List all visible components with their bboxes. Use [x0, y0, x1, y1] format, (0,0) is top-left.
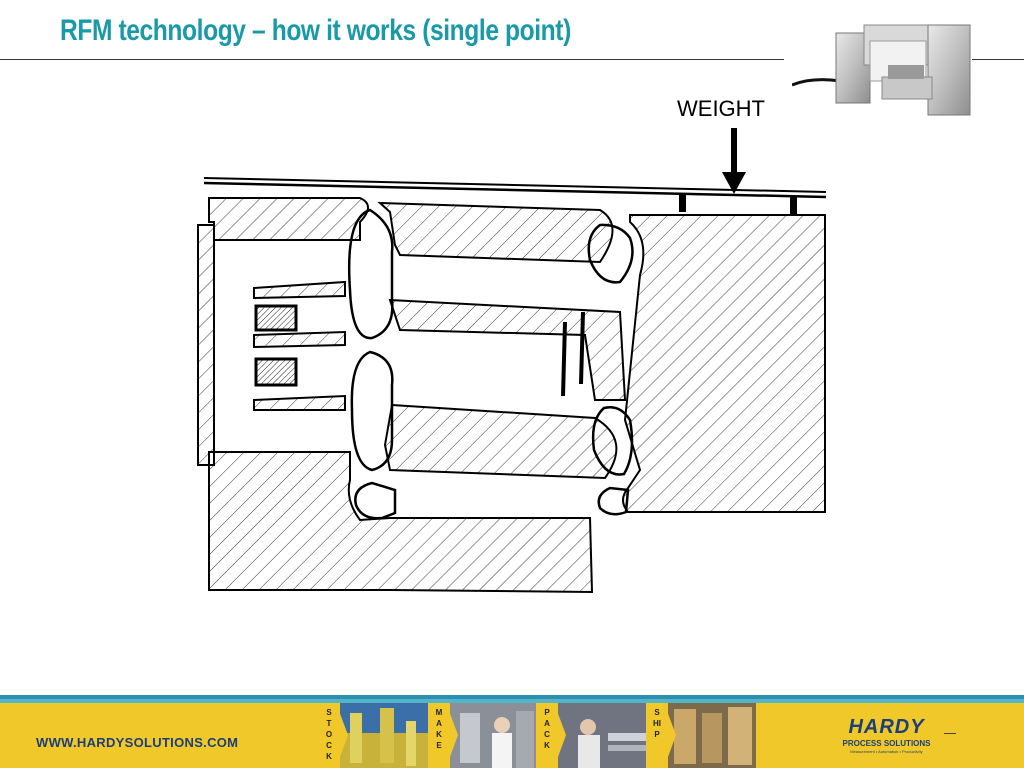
footer-stripe [0, 695, 1024, 699]
stock-segment: STOCK [318, 703, 428, 768]
pack-photo [558, 703, 646, 768]
left-frame [197, 224, 215, 466]
weight-arrow [722, 128, 746, 194]
sensor-pin [561, 321, 567, 397]
upper-web [388, 298, 627, 401]
title-underline-right [972, 59, 1024, 60]
load-cell-photo [792, 24, 971, 116]
make-photo [450, 703, 538, 768]
flexure-cavities [347, 208, 634, 520]
mount-post [790, 196, 797, 214]
sensor-pin [579, 311, 585, 385]
make-segment: MAKE [428, 703, 538, 768]
pack-label: PACK [544, 708, 550, 750]
make-label: MAKE [435, 708, 443, 750]
slide-title: RFM technology – how it works (single po… [60, 14, 571, 47]
pack-segment: PACK [536, 703, 646, 768]
chevron-right-icon [646, 703, 676, 768]
coil-element-top [254, 304, 298, 332]
middle-lever-arm [253, 330, 346, 349]
upper-left-block [208, 197, 369, 241]
weight-label: WEIGHT [677, 96, 765, 121]
logo-divider [944, 733, 956, 734]
logo-tagline: Measurement • Automation • Productivity [850, 749, 923, 754]
chevron-right-icon [536, 703, 566, 768]
website-link[interactable]: WWW.HARDYSOLUTIONS.COM [36, 735, 239, 750]
footer-stripe [0, 699, 1024, 703]
ship-photo [668, 703, 756, 768]
ship-label: SHIP [653, 708, 661, 739]
right-block [622, 214, 826, 513]
coil-element-bottom [254, 357, 298, 387]
title-underline [0, 59, 784, 60]
hardy-logo[interactable]: HARDY PROCESS SOLUTIONS Measurement • Au… [834, 717, 944, 757]
base-block [208, 451, 594, 594]
lower-flexure [383, 403, 618, 480]
footer-bar: WWW.HARDYSOLUTIONS.COM STOCK MAKE [0, 695, 1024, 768]
stock-photo [340, 703, 428, 768]
lower-lever-arm [253, 394, 346, 411]
upper-lever-arm [253, 280, 346, 300]
logo-subtitle: PROCESS SOLUTIONS [842, 739, 931, 748]
mount-post [679, 194, 686, 212]
load-cell-cross-section [197, 128, 827, 594]
logo-name: HARDY [848, 716, 925, 738]
upper-flexure [377, 201, 614, 264]
stock-label: STOCK [325, 708, 333, 761]
ship-segment: SHIP [646, 703, 756, 768]
chevron-right-icon [428, 703, 458, 768]
chevron-right-icon [318, 703, 348, 768]
platform-plate [203, 177, 827, 199]
